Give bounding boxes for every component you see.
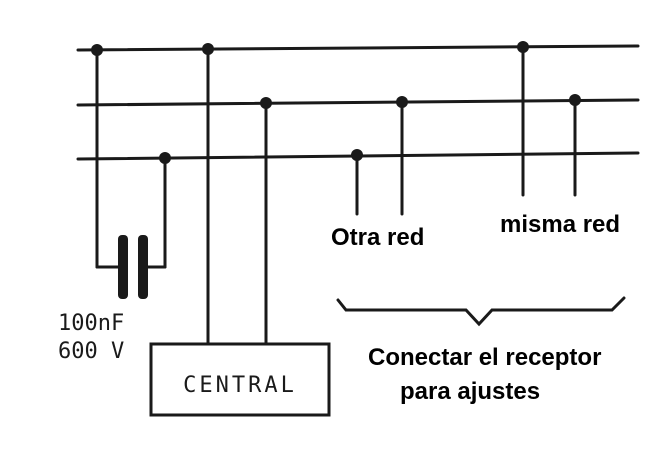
central-connections [149,47,331,417]
capacitor-plate-left [118,235,128,299]
capacitor-branch [95,48,167,299]
junction-node [517,41,529,53]
other-network-taps [355,100,404,216]
junction-node [202,43,214,55]
junction-node [351,149,363,161]
capacitance-label: 100nF [58,311,124,336]
central-label: CENTRAL [183,373,297,398]
central-unit-box [149,342,331,417]
junction-node [91,44,103,56]
junction-node [159,152,171,164]
other-network-label: Otra red [331,224,424,251]
junction-node [569,94,581,106]
voltage-label: 600 V [58,339,124,364]
instruction-line-2: para ajustes [400,378,540,405]
same-network-label: misma red [500,211,620,238]
network-line-1 [76,44,640,52]
network-line-2 [76,98,640,107]
same-network-taps [521,45,577,197]
instruction-line-1: Conectar el receptor [368,344,601,371]
junction-node [260,97,272,109]
receptor-brace [336,296,626,327]
network-lines [76,44,640,161]
capacitor-plate-right [138,235,148,299]
junction-nodes [91,41,581,164]
junction-node [396,96,408,108]
